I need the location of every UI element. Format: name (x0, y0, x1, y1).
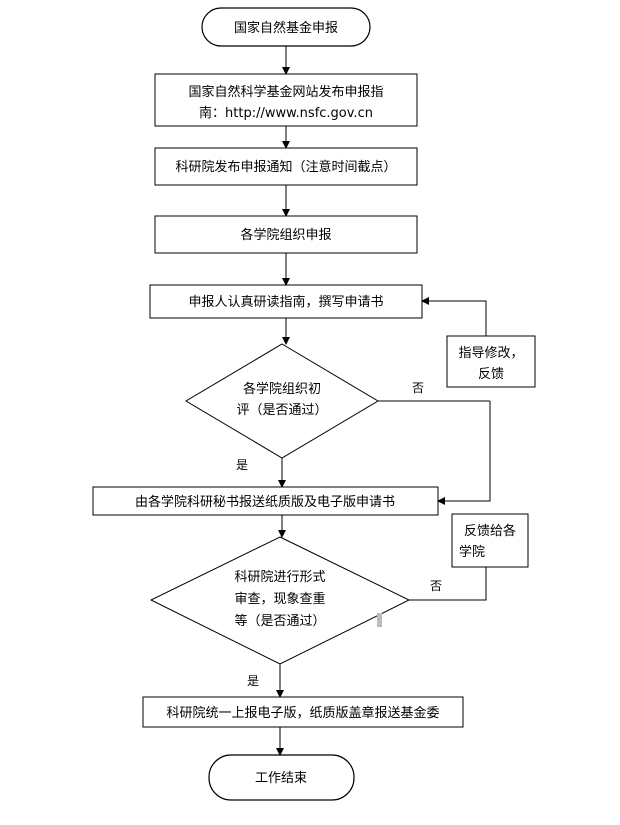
step1-line2: 南：http://www.nsfc.gov.cn (199, 105, 373, 121)
feedback1-line1: 指导修改， (458, 346, 523, 361)
decision2-line1: 科研院进行形式 (234, 570, 325, 585)
step4-box (149, 284, 423, 319)
loop-feedback1-step4 (421, 297, 487, 336)
no-label-2: 否 (430, 579, 442, 593)
feedback2-box (451, 513, 529, 568)
step1-line1: 国家自然科学基金网站发布申报指 (188, 84, 383, 100)
scan-mark (377, 613, 382, 627)
decision1-line1: 各学院组织初 (243, 381, 321, 397)
step3-label: 各学院组织申报 (240, 227, 331, 243)
step4-label: 申报人认真研读指南，撰写申请书 (188, 294, 383, 310)
step5-box (92, 486, 439, 516)
yes-label-1: 是 (236, 458, 248, 472)
yes-label-2: 是 (247, 674, 259, 688)
no-path-decision2 (409, 567, 487, 601)
start-label: 国家自然基金申报 (234, 20, 338, 36)
step5-label: 由各学院科研秘书报送纸质版及电子版申请书 (135, 494, 395, 510)
feedback1-line2: 反馈 (478, 367, 504, 382)
step6-box (142, 696, 464, 728)
step1-box (154, 73, 418, 127)
feedback1-box (446, 335, 536, 388)
decision1-line2: 评（是否通过） (236, 403, 327, 418)
end-label: 工作结束 (255, 771, 307, 786)
step2-label: 科研院发布申报通知（注意时间截点） (175, 159, 396, 175)
step6-label: 科研院统一上报电子版，纸质版盖章报送基金委 (166, 705, 439, 721)
decision1-diamond (185, 343, 379, 459)
line-no1-to-step5 (437, 401, 491, 505)
feedback2-line1: 反馈给各 (464, 523, 516, 539)
end-terminal (208, 754, 355, 801)
decision2-line2: 审查，现象查重 (234, 591, 325, 607)
step3-box (154, 215, 418, 254)
no-label-1: 否 (412, 381, 424, 395)
feedback2-line2: 学院 (459, 544, 485, 560)
decision2-line3: 等（是否通过） (234, 613, 325, 629)
